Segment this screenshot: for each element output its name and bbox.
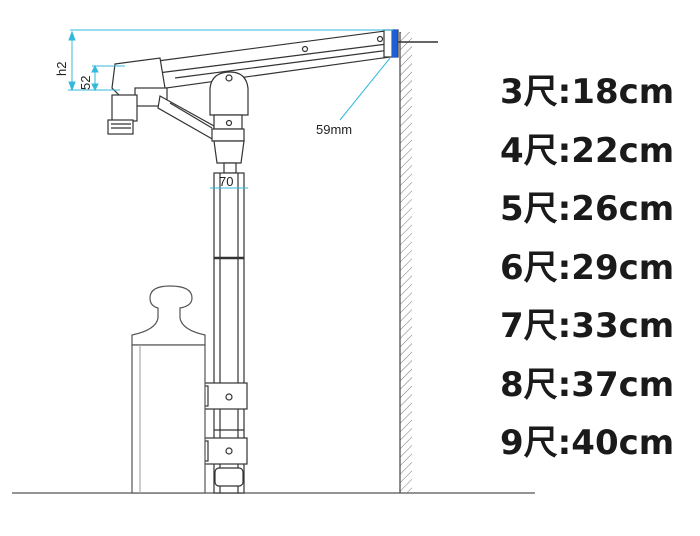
spec-size: 9尺 <box>500 423 558 463</box>
label-h2: h2 <box>54 62 69 76</box>
spec-value: 18cm <box>571 72 675 112</box>
spec-item: 4尺:22cm <box>500 129 690 188</box>
spec-sep: : <box>557 306 572 346</box>
spec-size: 4尺 <box>500 130 558 171</box>
spec-item: 3尺:18cm <box>500 70 690 129</box>
label-52: 52 <box>78 76 93 90</box>
spec-sep: : <box>557 423 572 463</box>
spec-sep: : <box>557 72 572 112</box>
holder-arm <box>149 29 399 91</box>
spec-value: 22cm <box>571 130 675 171</box>
holder-head <box>107 57 215 142</box>
spec-sep: : <box>557 189 572 229</box>
joint-block <box>209 71 249 174</box>
dimension-lines <box>68 29 393 189</box>
size-spec-list: 3尺:18cm 4尺:22cm 5尺:26cm 6尺:29cm 7尺:33cm … <box>500 70 690 480</box>
spec-size: 7尺 <box>500 306 558 346</box>
spec-size: 8尺 <box>500 364 558 405</box>
spec-value: 26cm <box>571 189 675 229</box>
spec-value: 40cm <box>571 423 675 463</box>
label-59mm: 59mm <box>316 122 352 137</box>
wall <box>399 32 412 493</box>
spec-size: 5尺 <box>500 189 558 229</box>
spec-sep: : <box>557 130 572 171</box>
spec-item: 6尺:29cm <box>500 246 690 305</box>
spec-value: 29cm <box>571 247 675 288</box>
spec-value: 33cm <box>571 306 675 346</box>
bollard <box>131 285 206 494</box>
label-70: 70 <box>219 174 233 189</box>
spec-value: 37cm <box>571 364 675 405</box>
spec-sep: : <box>557 247 572 288</box>
spec-size: 3尺 <box>500 72 558 112</box>
spec-item: 7尺:33cm <box>500 304 690 363</box>
spec-item: 8尺:37cm <box>500 363 690 422</box>
spec-item: 5尺:26cm <box>500 187 690 246</box>
spec-sep: : <box>557 364 572 405</box>
spec-item: 9尺:40cm <box>500 421 690 480</box>
spec-size: 6尺 <box>500 247 558 288</box>
